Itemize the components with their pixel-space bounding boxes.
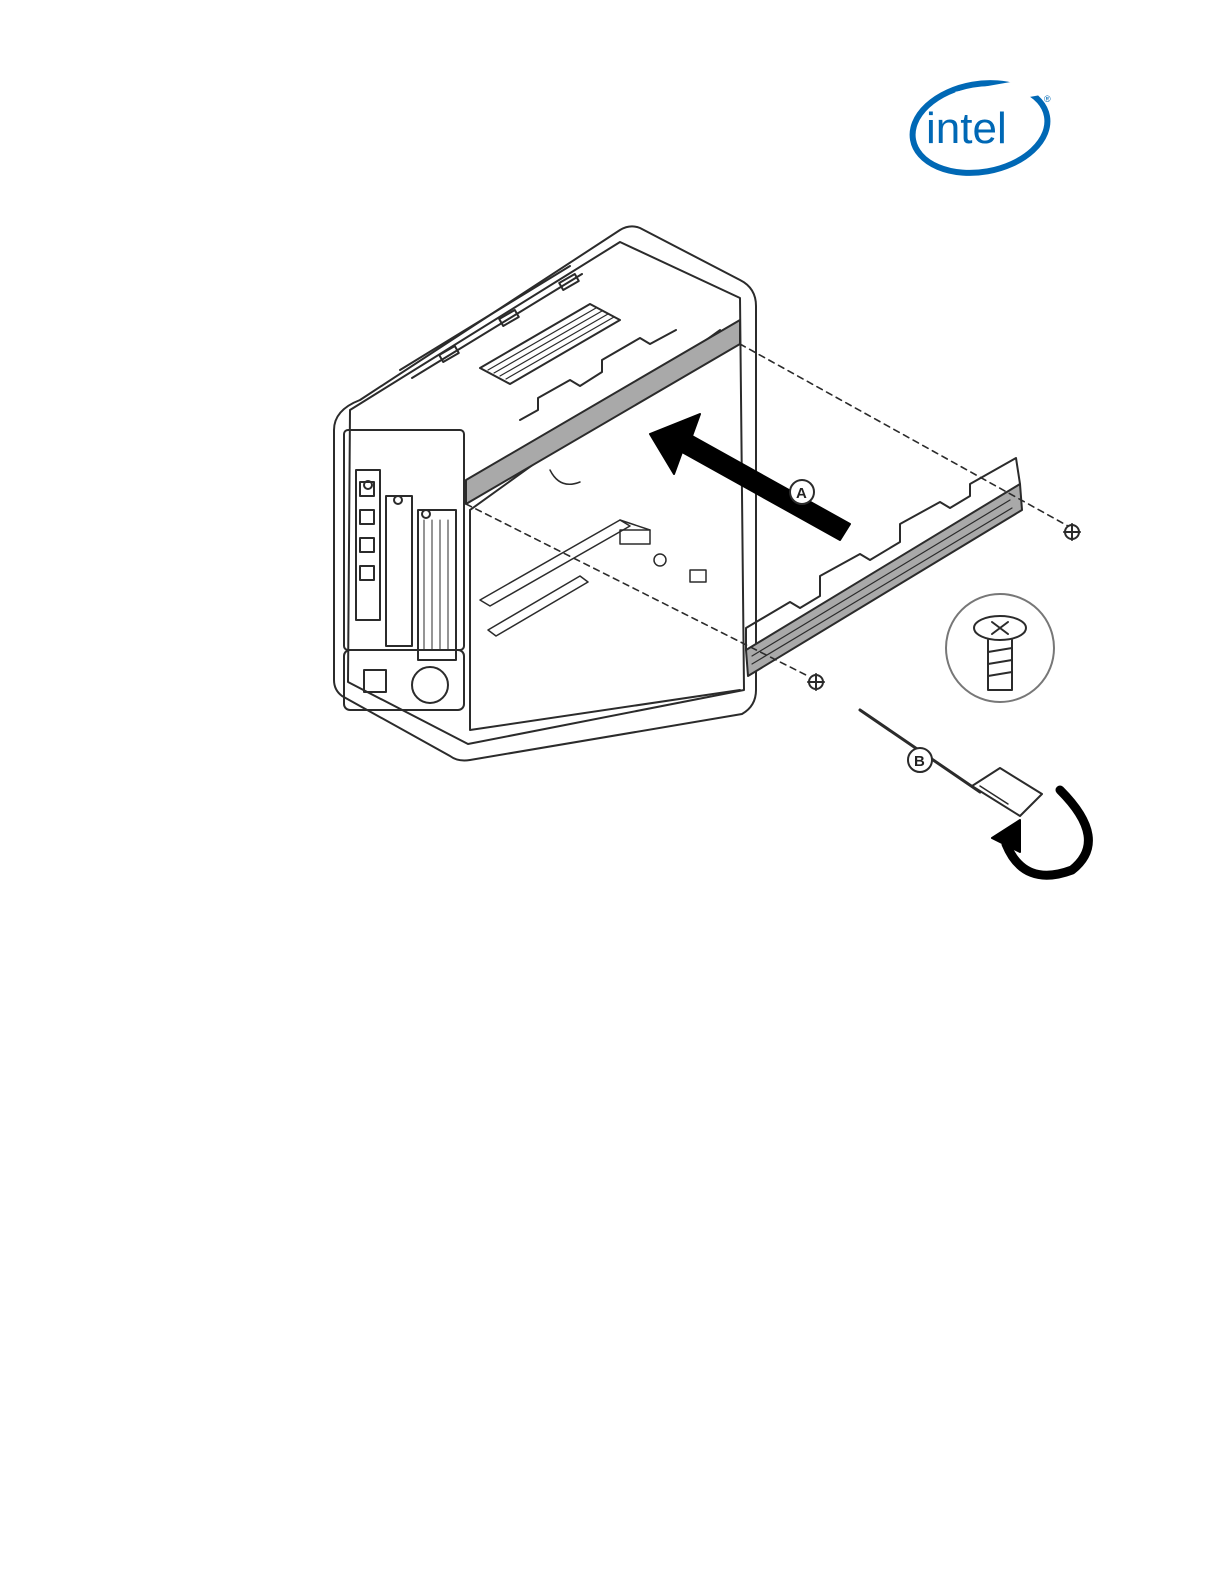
screw-icon (808, 674, 824, 690)
intel-logo: intel ® (906, 78, 1056, 178)
bracket-installation-illustration: A B (320, 220, 1100, 890)
logo-wordmark: intel (926, 104, 1007, 153)
callout-b: B (908, 748, 932, 772)
screw-detail-magnifier (946, 594, 1054, 702)
callout-a: A (790, 480, 814, 504)
svg-text:B: B (914, 753, 925, 770)
installed-top-bracket (466, 320, 740, 504)
logo-registered-mark: ® (1044, 94, 1051, 104)
screw-icon (1064, 524, 1080, 540)
chassis (334, 226, 756, 760)
screwdriver-icon (860, 710, 1042, 816)
pcie-slots (480, 520, 650, 636)
rear-io-panel (344, 430, 464, 660)
insert-arrow (650, 414, 850, 540)
svg-text:A: A (796, 485, 807, 502)
